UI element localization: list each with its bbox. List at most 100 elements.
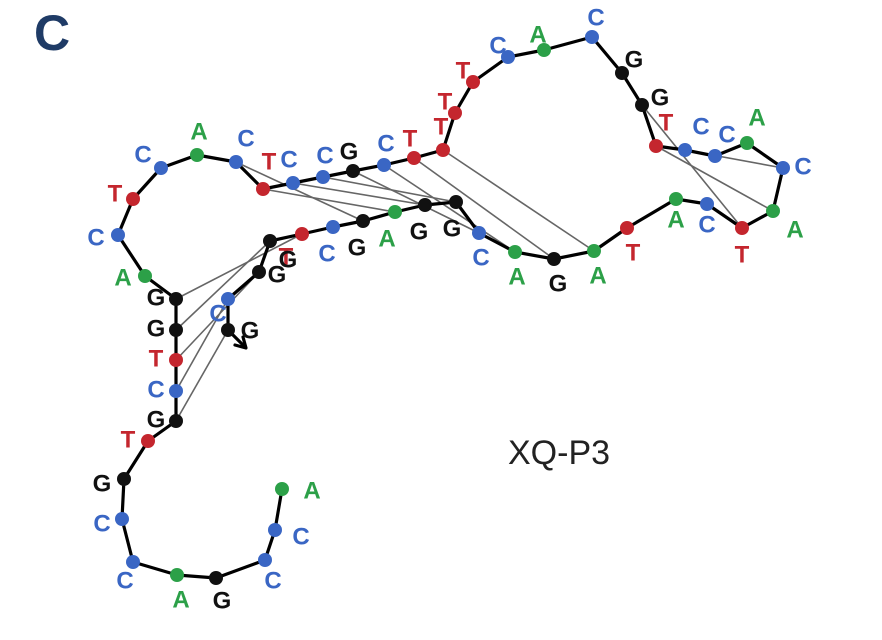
nucleotide-dot [346,164,360,178]
nucleotide-dot [190,148,204,162]
nucleotide-dot [126,555,140,569]
base-pair-line [175,271,260,361]
base-pair-line [235,161,364,222]
nucleotide-dot [286,176,300,190]
nucleotide-dot [448,106,462,120]
nucleotide-label: T [659,109,674,136]
backbone-strand [116,35,785,580]
nucleotide-label: A [114,264,131,291]
nucleotide-label: G [651,84,670,111]
nucleotide-label: C [292,523,309,550]
nucleotide-label: C [93,510,110,537]
nucleotide-label: C [147,376,164,403]
nucleotide-label: A [508,263,525,290]
nucleotide-dot [154,161,168,175]
base-pair-line [442,149,595,252]
nucleotide-dot [472,226,486,240]
nucleotide-label: G [625,46,644,73]
nucleotide-dot [407,151,421,165]
nucleotide-dot [508,245,522,259]
nucleotide-label: C [587,4,604,31]
nucleotide-label: G [147,315,166,342]
nucleotide-dot [388,205,402,219]
nucleotide-dot [585,30,599,44]
base-pair-line [655,145,774,212]
nucleotide-dot [316,170,330,184]
base-pair-line [175,329,229,422]
arrow-head-icon [233,335,248,350]
nucleotide-dot [635,98,649,112]
nucleotide-dot [766,204,780,218]
nucleotide-dot [138,269,152,283]
nucleotide-dot [111,228,125,242]
nucleotide-label: A [589,262,606,289]
nucleotide-label: C [264,567,281,594]
nucleotide-dot [117,472,131,486]
nucleotide-label: T [626,239,641,266]
nucleotide-label: C [489,32,506,59]
nucleotide-label: T [434,113,449,140]
nucleotide-dot [141,434,155,448]
panel-label: C [34,5,70,61]
nucleotide-label: T [108,180,123,207]
nucleotide-dot [268,523,282,537]
nucleotide-dot [229,155,243,169]
nucleotide-label: C [134,141,151,168]
nucleotide-dot [418,198,432,212]
base-pair-line [352,170,480,234]
nucleotide-dot [169,353,183,367]
nucleotide-dot [126,192,140,206]
nucleotide-label: G [93,470,112,497]
nucleotide-dot [169,384,183,398]
nucleotide-label: A [667,206,684,233]
nucleotide-label: T [262,148,277,175]
nucleotide-dot [326,220,340,234]
nucleotide-label: T [438,88,453,115]
nucleotide-dot [115,512,129,526]
nucleotide-dot [356,214,370,228]
base-pair-layer [175,104,784,422]
nucleotide-dot [169,292,183,306]
base-pair-line [383,164,516,253]
nucleotide-label: A [172,586,189,613]
nucleotide-dot [377,158,391,172]
nucleotide-dot [620,221,634,235]
nucleotide-label: C [318,240,335,267]
nucleotide-label: C [698,211,715,238]
nucleotide-label: C [377,130,394,157]
nucleotide-label: T [279,243,294,270]
nucleotide-label: G [443,215,462,242]
nucleotide-label: C [794,153,811,180]
nucleotide-label: A [190,118,207,145]
nucleotide-label: C [316,142,333,169]
base-pair-line [413,157,555,260]
base-pair-line [175,240,271,331]
nucleotide-label: G [147,284,166,311]
nucleotide-label: C [116,567,133,594]
nucleotide-dot [263,234,277,248]
nucleotide-dot [708,149,722,163]
nucleotide-dot [649,139,663,153]
nucleotide-label: C [280,146,297,173]
nucleotide-label: G [147,406,166,433]
nucleotide-dot [735,221,749,235]
nucleotide-dot [275,482,289,496]
nucleotide-label: T [121,426,136,453]
nucleotide-label: C [87,224,104,251]
nucleotide-label: T [403,125,418,152]
nucleotide-label: T [456,57,471,84]
nucleotide-label: G [241,317,260,344]
nucleotide-label: A [303,477,320,504]
nucleotide-label: A [378,225,395,252]
aptamer-name: XQ-P3 [508,434,610,472]
nucleotide-label: G [213,587,232,614]
nucleotide-label: G [268,261,287,288]
nucleotide-label: C [692,113,709,140]
nucleotide-label: G [340,138,359,165]
nucleotide-dot [776,161,790,175]
nucleotide-dot [615,66,629,80]
nucleotide-label: C [718,121,735,148]
nucleotide-dot [252,265,266,279]
